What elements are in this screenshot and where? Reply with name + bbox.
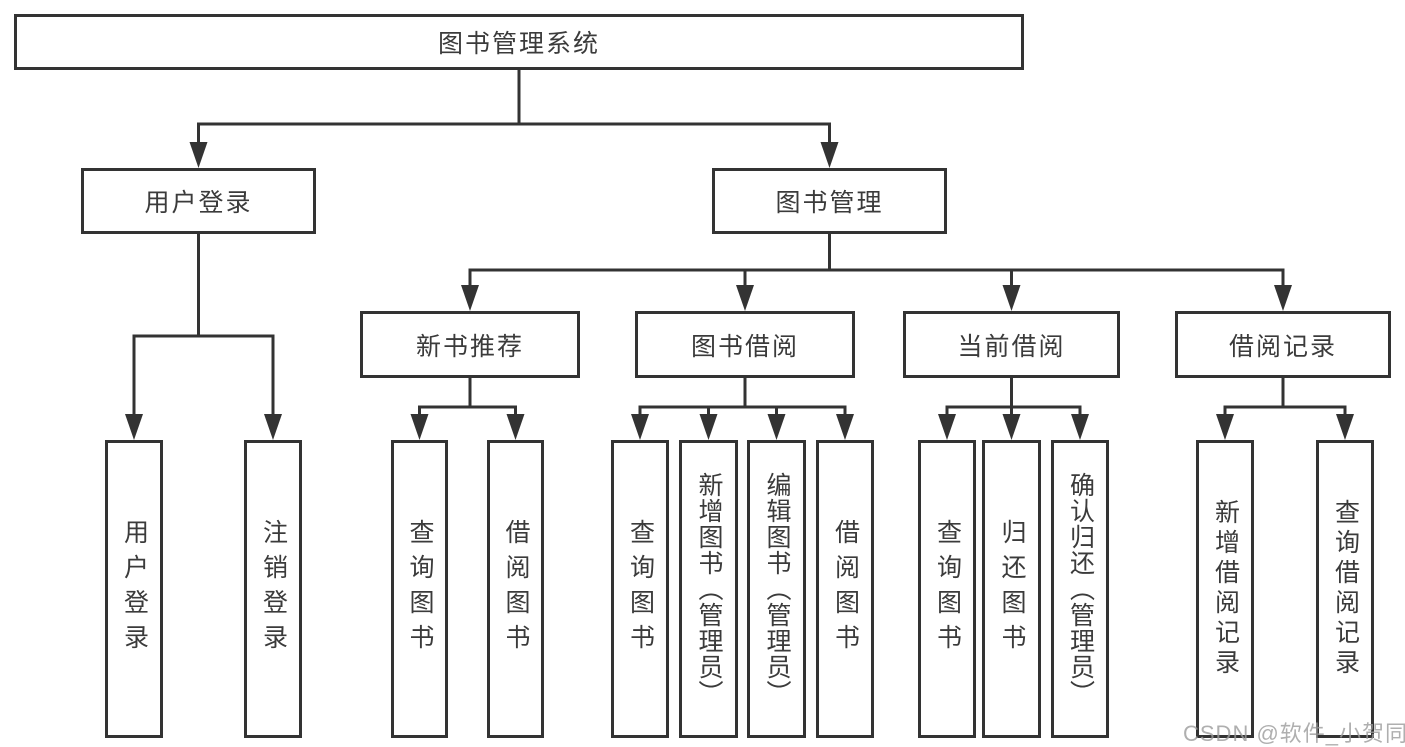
node-label: 确认归还（管理员） [1066,472,1095,706]
arrowhead-icon [1002,414,1021,440]
leaf-confirm-return-admin: 确认归还（管理员） [1051,440,1109,738]
leaf-borrow-books: 借阅图书 [816,440,874,738]
node-label: 查询图书 [406,519,434,659]
node-label: 图书管理系统 [437,30,600,58]
leaf-add-borrow-record: 新增借阅记录 [1196,440,1254,738]
arrowhead-icon [767,414,786,440]
leaf-logout: 注销登录 [244,440,302,738]
node-label: 当前借阅 [957,332,1066,361]
arrowhead-icon [836,414,854,440]
arrowhead-icon [699,414,718,440]
node-user-login: 用户登录 [81,168,316,234]
leaf-add-books-admin: 新增图书（管理员） [679,440,738,738]
arrowhead-icon [1216,414,1234,440]
arrowhead-icon [1274,285,1292,311]
node-label: 借阅图书 [502,519,530,659]
leaf-query-borrow-record: 查询借阅记录 [1316,440,1374,738]
node-label: 注销登录 [259,519,288,659]
node-label: 新增图书（管理员） [695,472,723,706]
node-label: 归还图书 [998,519,1026,659]
node-label: 编辑图书（管理员） [763,472,791,706]
leaf-borrow-books: 借阅图书 [487,440,544,738]
node-label: 新书推荐 [415,332,524,361]
arrowhead-icon [125,414,143,440]
arrowhead-icon [506,414,525,440]
node-new-book-recommend: 新书推荐 [360,311,580,378]
node-label: 借阅记录 [1228,332,1337,361]
node-label: 新增借阅记录 [1211,499,1240,679]
node-label: 查询借阅记录 [1331,499,1360,679]
node-label: 用户登录 [144,189,253,217]
leaf-user-login: 用户登录 [105,440,163,738]
arrowhead-icon [264,414,282,440]
node-book-borrowing: 图书借阅 [635,311,855,378]
arrowhead-icon [1002,285,1021,311]
node-system-root: 图书管理系统 [14,14,1024,70]
arrowhead-icon [631,414,649,440]
node-book-management: 图书管理 [712,168,947,234]
arrowhead-icon [189,142,208,168]
arrowhead-icon [410,414,429,440]
csdn-watermark: CSDN @软件_小贺同学 [1183,721,1405,746]
node-label: 借阅图书 [831,519,860,659]
arrowhead-icon [938,414,956,440]
leaf-query-books: 查询图书 [611,440,669,738]
arrowhead-icon [736,285,754,311]
arrowhead-icon [461,285,479,311]
node-label: 查询图书 [626,519,655,659]
leaf-query-books: 查询图书 [918,440,976,738]
node-label: 图书借阅 [690,332,799,361]
node-label: 用户登录 [120,519,149,659]
tree-connector-paths [132,68,1347,420]
node-current-borrowing: 当前借阅 [903,311,1120,378]
arrowhead-icon [1336,414,1354,440]
leaf-return-books: 归还图书 [982,440,1041,738]
arrowhead-icon [1071,414,1089,440]
node-borrowing-records: 借阅记录 [1175,311,1391,378]
arrowhead-icon [820,142,839,168]
leaf-edit-books-admin: 编辑图书（管理员） [747,440,806,738]
node-label: 图书管理 [775,189,884,217]
leaf-query-books: 查询图书 [391,440,448,738]
node-label: 查询图书 [933,519,962,659]
